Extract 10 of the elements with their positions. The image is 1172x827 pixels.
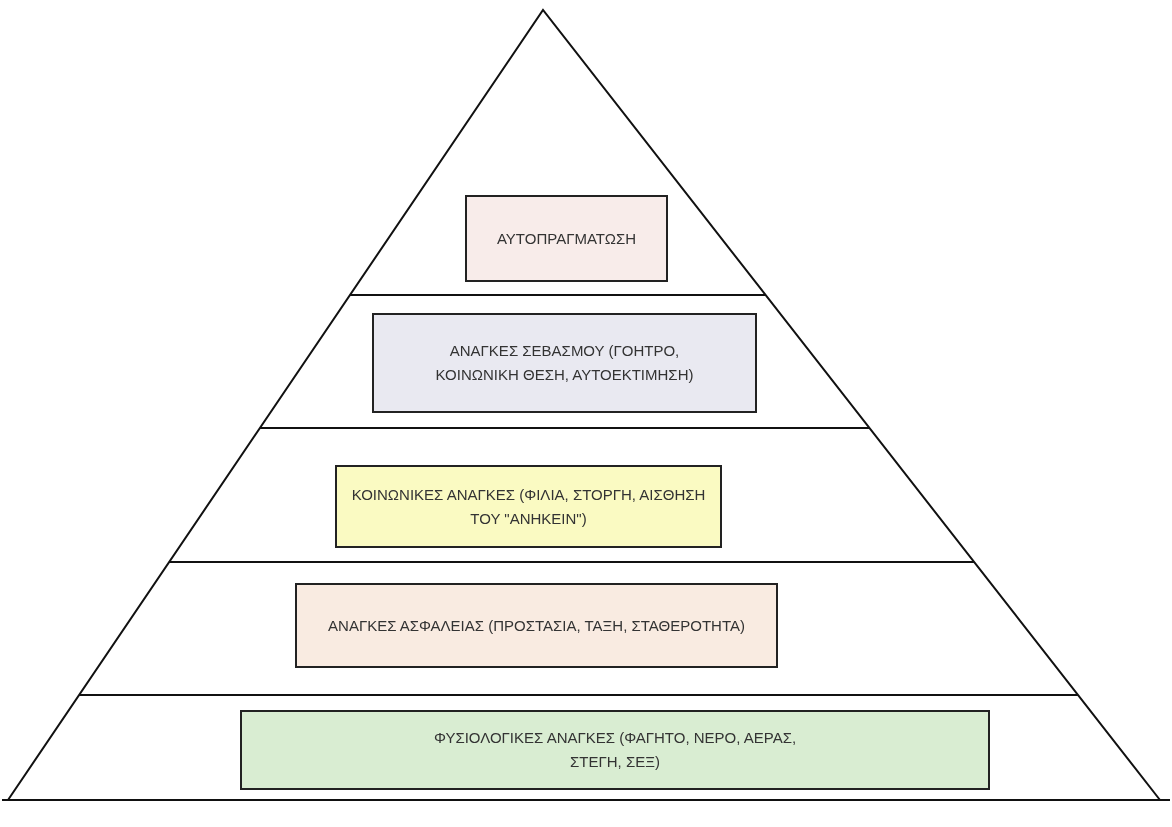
level-box <box>240 710 990 790</box>
level-box <box>372 313 757 413</box>
level-text: ΑΝΑΓΚΕΣ ΣΕΒΑΣΜΟΥ (ΓΟΗΤΡΟ, ΚΟΙΝΩΝΙΚΗ ΘΕΣΗ, ΑΥΤΟΕΚΤΙΜΗΣΗ) <box>434 341 695 385</box>
level-text: ΑΝΑΓΚΕΣ ΑΣΦΑΛΕΙΑΣ (ΠΡΟΣΤΑΣΙΑ, ΤΑΞΗ, ΣΤΑΘΕΡΟΤΗΤΑ) <box>328 615 745 636</box>
level-text: ΦΥΣΙΟΛΟΓΙΚΕΣ ΑΝΑΓΚΕΣ (ΦΑΓΗΤΟ, ΝΕΡΟ, ΑΕΡΑΣ, ΣΤΕΓΗ, ΣΕΞ) <box>432 728 798 772</box>
level-text: ΚΟΙΝΩΝΙΚΕΣ ΑΝΑΓΚΕΣ (ΦΙΛΙΑ, ΣΤΟΡΓΗ, ΑΙΣΘΗΣΗ ΤΟΥ "ΑΝΗΚΕΙΝ") <box>351 484 706 529</box>
level-box <box>335 465 722 548</box>
level-box <box>465 195 668 282</box>
level-text: ΑΥΤΟΠΡΑΓΜΑΤΩΣΗ <box>496 228 636 249</box>
level-box <box>295 583 778 668</box>
